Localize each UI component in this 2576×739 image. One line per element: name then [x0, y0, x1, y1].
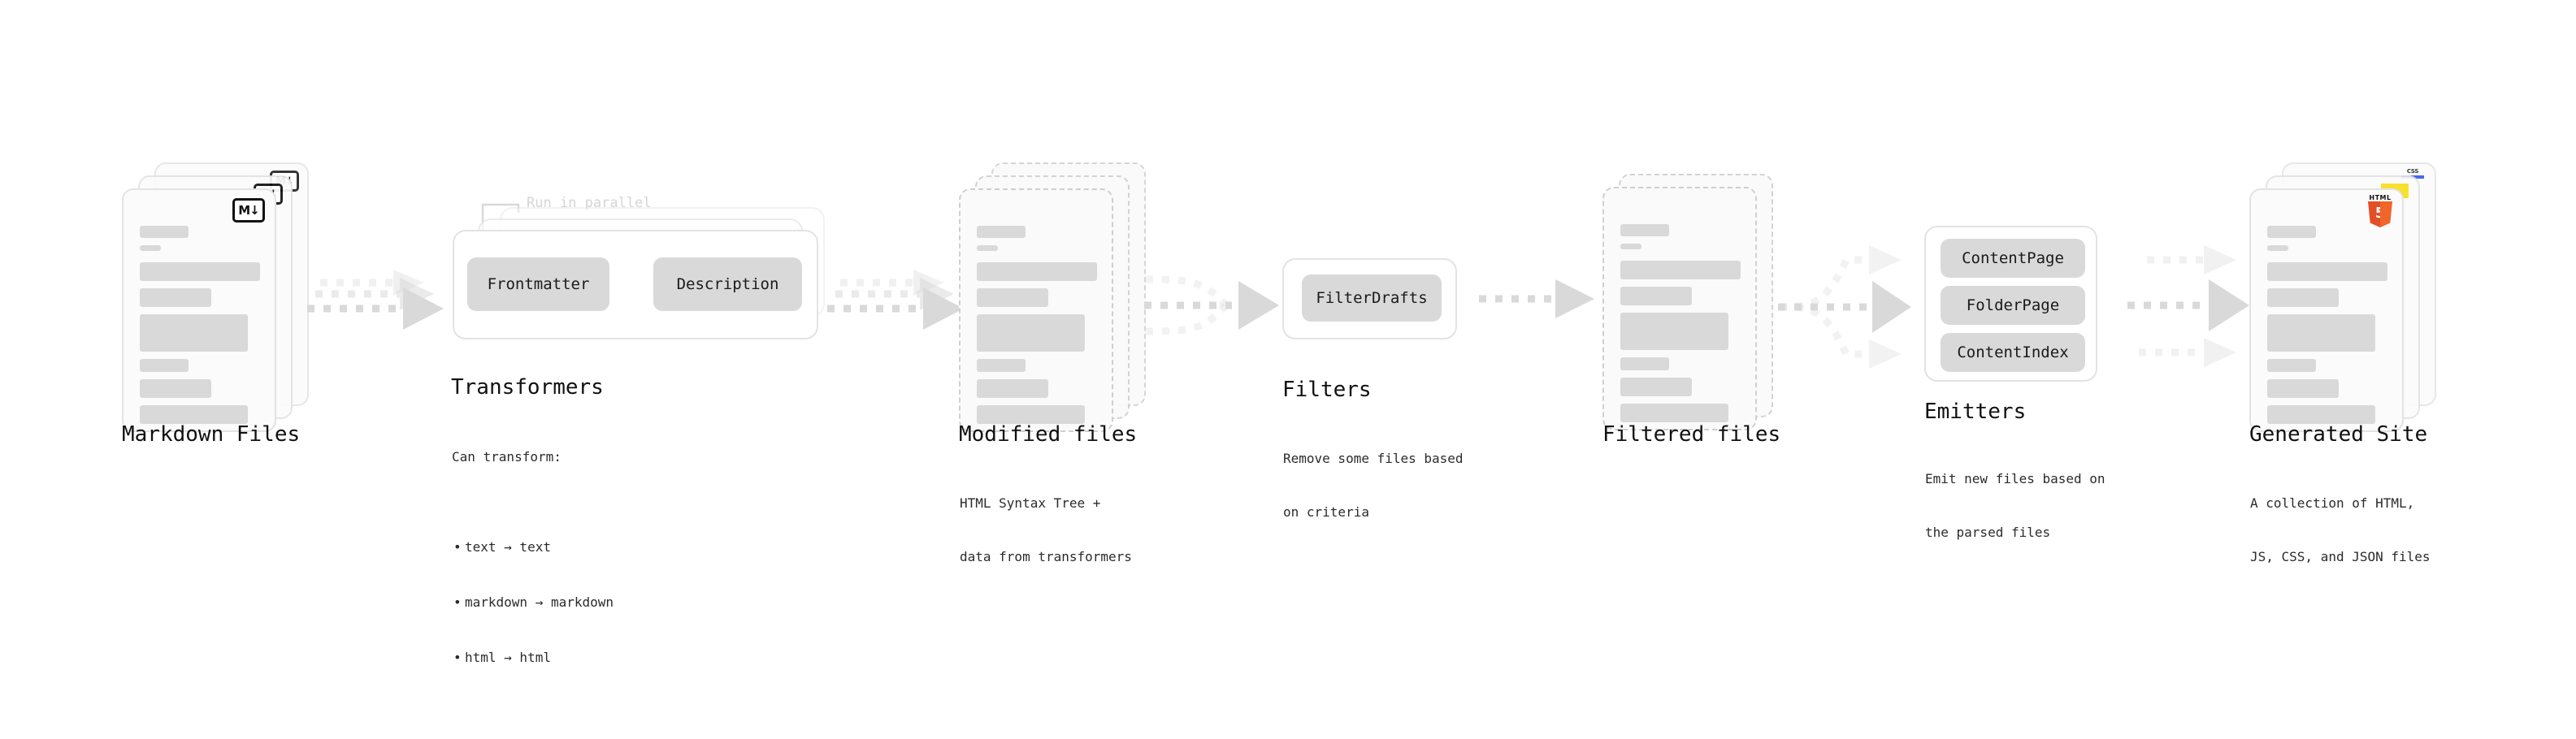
modified-files-description: HTML Syntax Tree + data from transformer… [960, 459, 1132, 602]
css3-badge-label: CSS [2406, 168, 2419, 175]
transformers-bullet-item: html → html [453, 648, 614, 668]
modified-card-front [959, 188, 1113, 432]
emitters-description-line: Emit new files based on [1925, 471, 2105, 486]
emitter-plugin-contentpage[interactable]: ContentPage [1941, 239, 2085, 278]
generated-site-stack: CSS HTML [2249, 162, 2436, 432]
arrow-markdown-to-transformers [302, 268, 457, 349]
skeleton-bars [2267, 226, 2387, 431]
arrow-modified-files-to-filters [1134, 258, 1285, 364]
split-arrow-icon [1778, 245, 1911, 369]
transformers-stack: Frontmatter Description [451, 207, 833, 361]
modified-files-stack [959, 162, 1146, 432]
modified-files-description-line: HTML Syntax Tree + [960, 495, 1101, 511]
html5-badge-label: HTML [2369, 194, 2392, 201]
generated-site-description-line: JS, CSS, and JSON files [2250, 549, 2431, 564]
filters-box: FilterDrafts [1282, 258, 1457, 339]
filters-description-line: Remove some files based [1283, 451, 1464, 466]
skeleton-bars [1620, 224, 1741, 430]
transformer-plugin-description[interactable]: Description [653, 257, 802, 311]
skeleton-bars [140, 226, 260, 431]
filters-description-line: on criteria [1283, 504, 1369, 520]
transformer-box-front: Frontmatter Description [453, 230, 818, 339]
markdown-badge-icon: M↓ [232, 198, 265, 223]
stage-title-transformers: Transformers [451, 375, 604, 400]
arrow-transformers-to-modified-files [822, 268, 977, 349]
transformers-bullet-item: markdown → markdown [453, 593, 614, 612]
dashed-arrow-icon [307, 270, 444, 330]
modified-files-description-line: data from transformers [960, 549, 1132, 564]
emitters-description-line: the parsed files [1925, 525, 2051, 540]
transformers-bullet-list: text → text markdown → markdown html → h… [452, 502, 614, 703]
arrow-emitters-to-generated-site [2116, 232, 2258, 378]
emitter-plugin-folderpage[interactable]: FolderPage [1941, 286, 2085, 325]
run-in-parallel-note: Run in parallel [527, 195, 652, 211]
filtered-files-stack [1602, 174, 1777, 434]
skeleton-bars [977, 226, 1097, 431]
dashed-arrow-icon [827, 270, 964, 330]
stage-title-filtered-files: Filtered files [1602, 422, 1781, 447]
emitter-plugin-contentindex[interactable]: ContentIndex [1941, 333, 2085, 372]
stage-title-modified-files: Modified files [959, 422, 1138, 447]
markdown-card-front: M↓ [122, 188, 276, 432]
transformer-plugin-frontmatter[interactable]: Frontmatter [467, 257, 609, 311]
html5-shield-icon [2368, 201, 2392, 227]
generated-card-front: HTML [2249, 188, 2404, 432]
stage-title-emitters: Emitters [1924, 400, 2027, 424]
filtered-card-front [1602, 187, 1757, 430]
emitters-box: ContentPage FolderPage ContentIndex [1924, 226, 2097, 382]
pipeline-diagram: M↓ M↓ M↓ Markdown Files [0, 0, 2576, 681]
markdown-files-stack: M↓ M↓ M↓ [122, 162, 309, 432]
arrow-filters-to-filtered-files [1474, 278, 1604, 326]
html5-badge-icon: HTML [2366, 195, 2394, 227]
merge-arrow-icon [1144, 275, 1279, 335]
triple-dashed-arrow-icon [2127, 245, 2249, 367]
generated-site-description-line: A collection of HTML, [2250, 495, 2415, 511]
filters-description: Remove some files based on criteria [1283, 414, 1464, 557]
stage-title-markdown-files: Markdown Files [122, 422, 301, 447]
filter-plugin-filterdrafts[interactable]: FilterDrafts [1302, 274, 1442, 322]
dashed-arrow-icon [1479, 279, 1594, 318]
emitters-description: Emit new files based on the parsed files [1925, 434, 2105, 577]
transformers-bullet-item: text → text [453, 538, 614, 557]
stage-title-generated-site: Generated Site [2249, 422, 2428, 447]
stage-title-filters: Filters [1282, 378, 1372, 402]
transformers-description: Can transform: text → text markdown → ma… [452, 413, 614, 739]
arrow-filtered-files-to-emitters [1772, 234, 1918, 380]
transformers-description-heading: Can transform: [452, 449, 562, 465]
generated-site-description: A collection of HTML, JS, CSS, and JSON … [2250, 459, 2431, 602]
